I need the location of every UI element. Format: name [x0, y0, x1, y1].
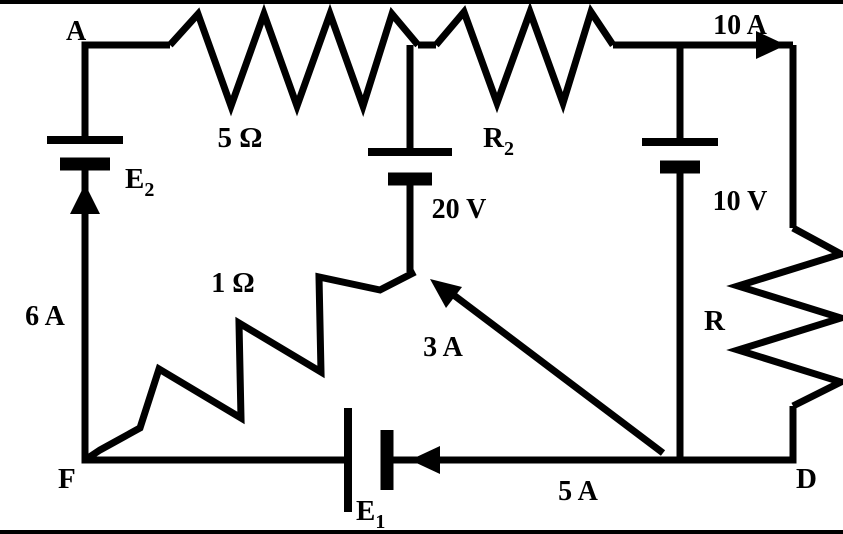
- battery-symbols: [47, 136, 718, 512]
- wire-bottom-left-and-left-lower: [81, 164, 348, 464]
- battery-e2-label-subscript: 2: [144, 179, 154, 201]
- battery-e1-label-base: E: [356, 495, 375, 527]
- battery-e1-label: E1: [356, 495, 385, 533]
- frame-border-top: [0, 0, 843, 4]
- resistor-r2-label-subscript: 2: [504, 138, 514, 160]
- wire-left-upper-and-top: [81, 41, 170, 140]
- current-5a-label: 5 A: [558, 476, 598, 507]
- current-3a-label: 3 A: [423, 332, 463, 363]
- node-label-d: D: [796, 463, 817, 495]
- wire-right-lower-and-bottom: [387, 406, 797, 464]
- circuit-wires: [81, 1, 843, 464]
- frame-border-bottom: [0, 530, 843, 534]
- current-3a-arrowhead-icon: [430, 279, 462, 308]
- resistor-5ohm-label: 5 Ω: [218, 122, 263, 154]
- circuit-labels: A F D 5 Ω R2 1 Ω R E2 E1 20 V 10 V 10 A …: [25, 10, 817, 533]
- resistor-r2-zigzag: [433, 1, 616, 115]
- resistor-r2-label: R2: [483, 122, 514, 160]
- resistor-r2-label-base: R: [483, 122, 505, 154]
- battery-e2-label-base: E: [125, 163, 144, 195]
- current-arrowheads: [70, 31, 786, 474]
- resistor-r-zigzag: [726, 224, 843, 410]
- current-6a-label: 6 A: [25, 301, 65, 332]
- resistor-5ohm-zigzag: [167, 3, 421, 117]
- resistor-1ohm-label: 1 Ω: [211, 268, 254, 299]
- battery-20v-label: 20 V: [432, 194, 487, 225]
- node-label-a: A: [66, 16, 87, 47]
- resistor-r-label: R: [704, 305, 726, 337]
- current-3a-arrow-shaft: [440, 284, 666, 456]
- node-label-f: F: [58, 463, 76, 495]
- battery-e1-label-subscript: 1: [375, 511, 385, 533]
- resistor-1ohm-zigzag: [86, 268, 417, 461]
- battery-10v-label: 10 V: [713, 186, 768, 217]
- current-6a-arrowhead-icon: [70, 184, 100, 214]
- current-10a-label: 10 A: [713, 10, 767, 41]
- current-10a-arrowhead-icon: [756, 31, 786, 59]
- current-5a-arrowhead-icon: [410, 446, 440, 474]
- battery-e2-label: E2: [125, 163, 154, 201]
